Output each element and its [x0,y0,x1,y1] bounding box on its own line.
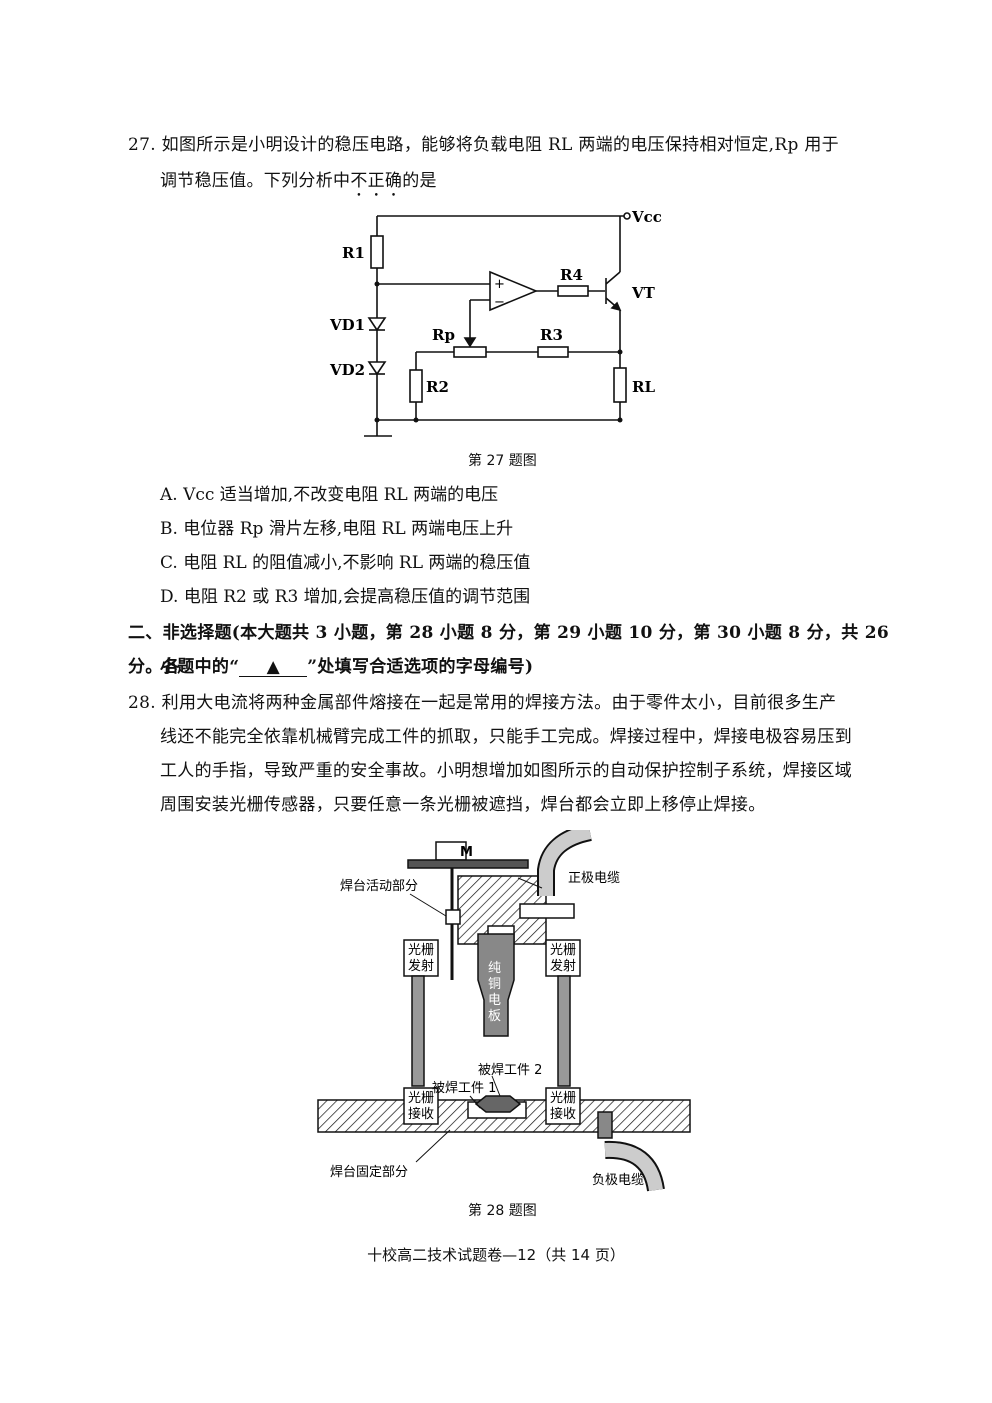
q28-stem-2: 线还不能完全依靠机械臂完成工件的抓取，只能手工完成。焊接过程中，焊接电极容易压到 [160,727,852,747]
vt-label: VT [631,284,656,302]
r1-label: R1 [342,244,365,262]
section2-instruction-post: ”处填写合适选项的字母编号) [307,657,534,677]
section2-heading: 二、非选择题(本大题共 3 小题，第 28 小题 8 分，第 29 小题 10 … [128,623,889,677]
q27-emphasis: 不正确 [350,171,403,191]
answer-blank-marker: ▲ [239,658,308,677]
vd2-label: VD2 [329,361,365,379]
receiver-left-line1: 光栅 [408,1091,434,1106]
q27-line1: 27. 如图所示是小明设计的稳压电路，能够将负载电阻 RL 两端的电压保持相对恒… [128,128,888,162]
q27-number: 27. [128,135,156,155]
rl-label: RL [632,378,655,396]
q27-option-b: B. 电位器 Rp 滑片左移,电阻 RL 两端电压上升 [160,519,514,539]
electrode-char-4: 板 [488,1009,501,1024]
receiver-right-line2: 接收 [550,1106,576,1122]
receiver-right-line1: 光栅 [550,1091,576,1106]
q27-stem-1: 如图所示是小明设计的稳压电路，能够将负载电阻 RL 两端的电压保持相对恒定,Rp… [161,135,839,155]
q28-line1: 28. 利用大电流将两种金属部件熔接在一起是常用的焊接方法。由于零件太小，目前很… [128,686,898,720]
vd1-label: VD1 [329,316,365,334]
emitter-left-line2: 发射 [408,958,434,974]
q28-stem-3: 工人的手指，导致严重的安全事故。小明想增加如图所示的自动保护控制子系统，焊接区域 [160,761,852,781]
q28-welding-diagram: M 焊台活动部分 正极电缆 光栅 发射 光栅 发射 纯 铜 电 板 被焊工件 2… [317,830,691,1192]
opamp-minus-label: − [494,295,505,310]
section2-instruction-pre: 小题中的“ [160,657,240,677]
section2-instruction: 小题中的“▲”处填写合适选项的字母编号) [160,650,533,684]
q27-line2: 调节稳压值。下列分析中不正确的是 [160,164,880,201]
q27-option-a: A. Vcc 适当增加,不改变电阻 RL 两端的电压 [160,485,499,505]
r3-label: R3 [540,326,563,344]
q27-stem-2a: 调节稳压值。下列分析中 [160,171,351,191]
positive-cable-label: 正极电缆 [568,870,620,886]
r2-label: R2 [426,378,449,396]
q28-stem-1: 利用大电流将两种金属部件熔接在一起是常用的焊接方法。由于零件太小，目前很多生产 [161,693,837,713]
r4-label: R4 [560,266,583,284]
page-footer: 十校高二技术试题卷—12（共 14 页） [367,1246,625,1264]
q27-figure-caption: 第 27 题图 [468,453,537,469]
opamp-plus-label: + [494,277,505,292]
rp-label: Rp [432,326,455,344]
q27-circuit-diagram: Vcc R1 + − R4 VT VD1 VD2 Rp R3 R2 RL [329,208,662,437]
movable-part-label: 焊台活动部分 [340,878,418,894]
emitter-right-line1: 光栅 [550,943,576,958]
receiver-left-line2: 接收 [408,1106,434,1122]
motor-label: M [460,845,473,860]
negative-cable-label: 负极电缆 [592,1172,644,1188]
q27-stem-2b: 的是 [402,171,437,191]
q27-option-c: C. 电阻 RL 的阻值减小,不影响 RL 两端的稳压值 [160,553,531,573]
emitter-left-line1: 光栅 [408,943,434,958]
workpiece-1-label: 被焊工件 1 [432,1080,496,1096]
electrode-char-3: 电 [488,993,501,1008]
workpiece-2-label: 被焊工件 2 [478,1062,542,1078]
q28-figure-caption: 第 28 题图 [468,1203,537,1219]
q28-stem-4: 周围安装光栅传感器，只要任意一条光栅被遮挡，焊台都会立即上移停止焊接。 [160,795,766,815]
q28-number: 28. [128,693,156,713]
fixed-part-label: 焊台固定部分 [330,1164,408,1180]
electrode-char-1: 纯 [488,961,501,976]
q27-option-d: D. 电阻 R2 或 R3 增加,会提高稳压值的调节范围 [160,587,531,607]
vcc-label: Vcc [631,208,662,226]
electrode-char-2: 铜 [488,977,501,992]
emitter-right-line2: 发射 [550,958,576,974]
